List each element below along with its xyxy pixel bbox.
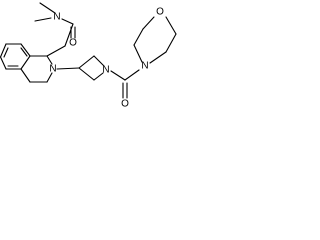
bond-mo-right [165,16,177,35]
bond-az-n-carbonyl [110,70,126,81]
bond-mn-left-up [133,44,143,63]
bond-c4-c4a [20,68,31,83]
tetrahydroisoquinoline-ring [0,43,53,83]
bond-c6-c7 [0,43,7,58]
structure-diagram: N O N N O O N [0,0,178,111]
bond-c8-c8a [20,43,31,57]
bond-az-n-c4 [93,72,104,81]
bond-ch2-c1 [46,45,66,57]
bond-c5-c6 [0,56,7,70]
carbonyl-linker [110,69,140,99]
morpholine-nitrogen-label: N [141,61,148,72]
bond-methyl-top [39,2,56,14]
azetidine-ring [56,55,105,81]
carbonyl-oxygen-label: O [121,99,129,110]
morpholine-ring [133,16,177,64]
molecule-drawing: N O N N O O N [0,2,177,110]
azetidine-nitrogen-label: N [102,65,109,76]
bond-left-up-top [133,28,144,46]
bond-right-down-mn [149,51,167,64]
amide-oxygen-label: O [69,38,77,49]
bond-carbonyl-ch2 [64,23,74,47]
dimethylamide-group [34,2,76,57]
bond-top-mo [142,16,155,30]
bond-n-carbonyl [61,18,74,25]
bond-carbonyl-morph-n [124,69,140,81]
bond-az-c3-c2 [78,55,95,69]
morpholine-oxygen-label: O [156,7,164,18]
bond-aromatic-inner-3 [20,47,28,57]
bond-c1-n2 [46,55,53,65]
bond-n2-azetidine [56,67,80,70]
bond-methyl-left [34,17,52,22]
bond-n2-c3 [46,72,53,83]
ring-nitrogen-label: N [49,64,56,75]
bond-c8a-c4a [20,55,31,70]
bond-az-c2-n [93,55,105,67]
amide-nitrogen-label: N [53,12,60,23]
bond-aromatic-inner-2 [3,47,9,58]
bond-az-c4-c3 [78,67,95,81]
bond-right-right-down [165,33,177,53]
